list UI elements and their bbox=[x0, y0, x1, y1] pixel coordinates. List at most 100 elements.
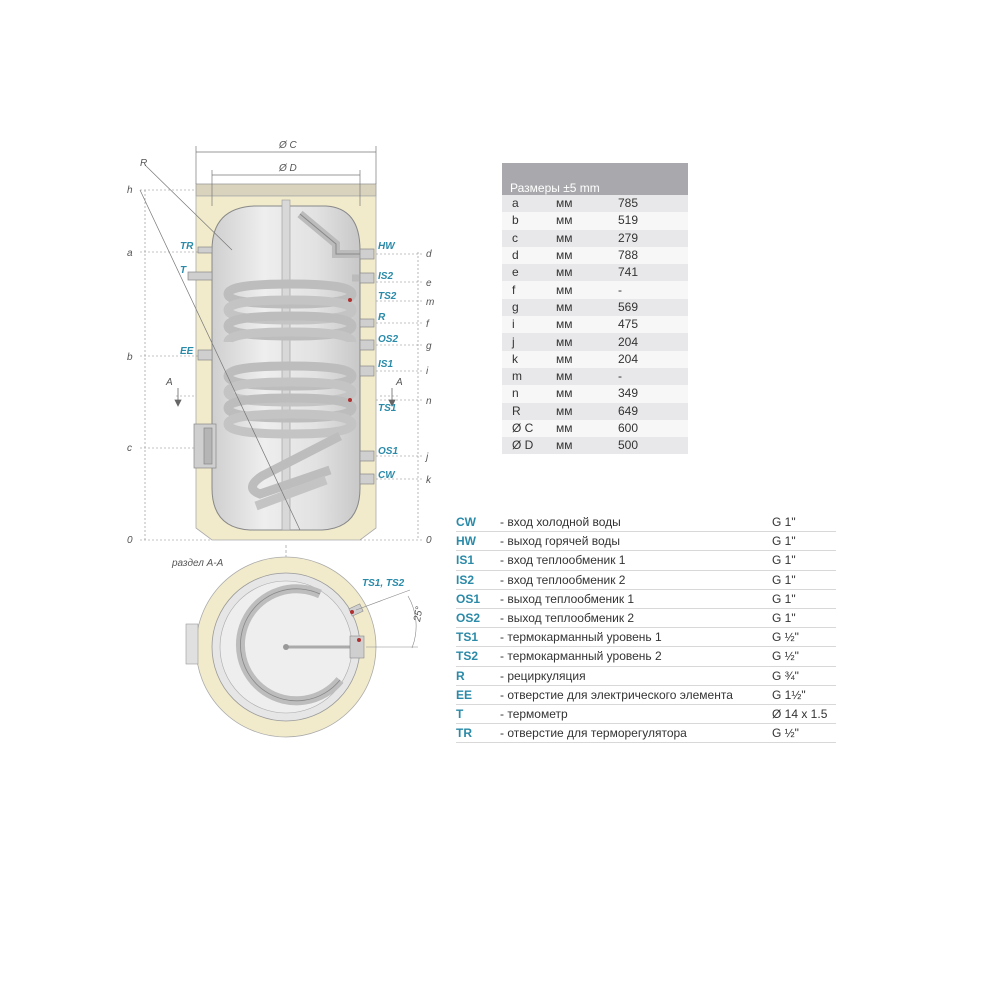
dimension-key: n bbox=[502, 385, 556, 403]
legend-thread: G 1" bbox=[772, 515, 796, 530]
conn-ts1: TS1 bbox=[378, 403, 397, 414]
section-arrows bbox=[174, 388, 396, 407]
label-zero-left: 0 bbox=[127, 535, 133, 546]
connection-legend: CW - вход холодной воды G 1" HW - выход горя… bbox=[456, 513, 836, 744]
legend-row: EE - отверстие для электрического элемент… bbox=[456, 686, 836, 705]
dimension-key: d bbox=[502, 246, 556, 265]
dimension-unit: мм bbox=[556, 281, 612, 299]
dimension-key: R bbox=[502, 402, 556, 420]
label-c: c bbox=[127, 443, 132, 454]
dimension-key: k bbox=[502, 350, 556, 368]
section-title: раздел A-A bbox=[171, 558, 224, 569]
dimension-unit: мм bbox=[556, 212, 612, 230]
conn-os2: OS2 bbox=[378, 334, 398, 345]
label-m: m bbox=[426, 297, 434, 308]
legend-row: HW - выход горячей воды G 1" bbox=[456, 532, 836, 552]
lower-coil bbox=[223, 361, 357, 511]
dimension-value: 519 bbox=[612, 212, 688, 230]
right-dimension-lines bbox=[360, 252, 424, 541]
legend-code: OS1 bbox=[456, 591, 481, 606]
ts2-dot bbox=[348, 298, 352, 302]
conn-os1: OS1 bbox=[378, 446, 398, 457]
legend-code: TS1 bbox=[456, 630, 479, 645]
dimension-key: a bbox=[502, 195, 556, 213]
legend-desc: - выход теплообменик 2 bbox=[500, 611, 635, 626]
legend-thread: Ø 14 x 1.5 bbox=[772, 706, 828, 721]
dimension-value: - bbox=[612, 367, 688, 386]
legend-thread: G ½" bbox=[772, 649, 799, 664]
label-g: g bbox=[426, 341, 432, 352]
top-dimension-lines bbox=[139, 146, 377, 531]
label-b: b bbox=[127, 352, 133, 363]
label-j: j bbox=[424, 452, 429, 463]
dimension-key: Ø D bbox=[502, 437, 556, 455]
legend-code: R bbox=[456, 668, 465, 683]
left-connections bbox=[187, 246, 217, 469]
legend-desc: - рециркуляция bbox=[500, 668, 586, 683]
dimension-key: i bbox=[502, 316, 556, 334]
upper-coil bbox=[223, 274, 366, 344]
dimension-key: m bbox=[502, 367, 556, 386]
legend-desc: - вход холодной воды bbox=[500, 515, 621, 530]
dimension-unit: мм bbox=[556, 419, 612, 438]
dimension-unit: мм bbox=[556, 350, 612, 368]
legend-desc: - выход теплообменик 1 bbox=[500, 591, 635, 606]
section-view: раздел A-A TS1, TS2 25° bbox=[171, 545, 426, 738]
dimension-key: b bbox=[502, 212, 556, 230]
legend-code: HW bbox=[456, 534, 476, 549]
section-angle: 25° bbox=[412, 606, 426, 624]
dimension-key: Ø C bbox=[502, 419, 556, 438]
label-n: n bbox=[426, 396, 432, 407]
dimension-key: j bbox=[502, 333, 556, 351]
dimension-value: 204 bbox=[612, 333, 688, 351]
legend-row: IS2 - вход теплообменик 2 G 1" bbox=[456, 571, 836, 590]
legend-thread: G 1" bbox=[772, 553, 796, 568]
label-k: k bbox=[426, 475, 432, 486]
conn-ts2: TS2 bbox=[378, 291, 397, 302]
label-section-right: A bbox=[395, 377, 403, 388]
label-dia-c: Ø C bbox=[278, 140, 298, 151]
dimension-key: f bbox=[502, 281, 556, 299]
dimension-unit: мм bbox=[556, 316, 612, 334]
legend-code: CW bbox=[456, 515, 476, 530]
legend-code: IS2 bbox=[456, 572, 475, 587]
legend-code: EE bbox=[456, 687, 473, 702]
label-f: f bbox=[426, 319, 430, 330]
right-connections bbox=[359, 248, 375, 485]
legend-thread: G 1" bbox=[772, 534, 796, 549]
legend-thread: G 1" bbox=[772, 572, 796, 587]
label-a: a bbox=[127, 248, 133, 259]
dimension-unit: мм bbox=[556, 229, 612, 247]
side-view: Ø C Ø D R h a b c 0 d e m f g i n j k 0 … bbox=[127, 140, 434, 546]
conn-r: R bbox=[378, 312, 386, 323]
dimension-unit: мм bbox=[556, 367, 612, 386]
legend-code: TR bbox=[456, 726, 472, 741]
dimension-value: 788 bbox=[612, 246, 688, 265]
dimension-key: e bbox=[502, 264, 556, 282]
legend-desc: - термокарманный уровень 2 bbox=[500, 649, 662, 664]
legend-desc: - вход теплообменик 2 bbox=[500, 572, 626, 587]
conn-is2: IS2 bbox=[378, 271, 393, 282]
legend-desc: - отверстие для электрического элемента bbox=[500, 687, 733, 702]
label-section-left: A bbox=[165, 377, 173, 388]
dimension-value: 600 bbox=[612, 419, 688, 438]
dimension-unit: мм bbox=[556, 246, 612, 265]
legend-desc: - выход горячей воды bbox=[500, 534, 621, 549]
legend-code: T bbox=[456, 706, 464, 721]
label-dia-d: Ø D bbox=[278, 163, 297, 174]
label-r: R bbox=[140, 158, 147, 169]
legend-thread: G ½" bbox=[772, 630, 799, 645]
